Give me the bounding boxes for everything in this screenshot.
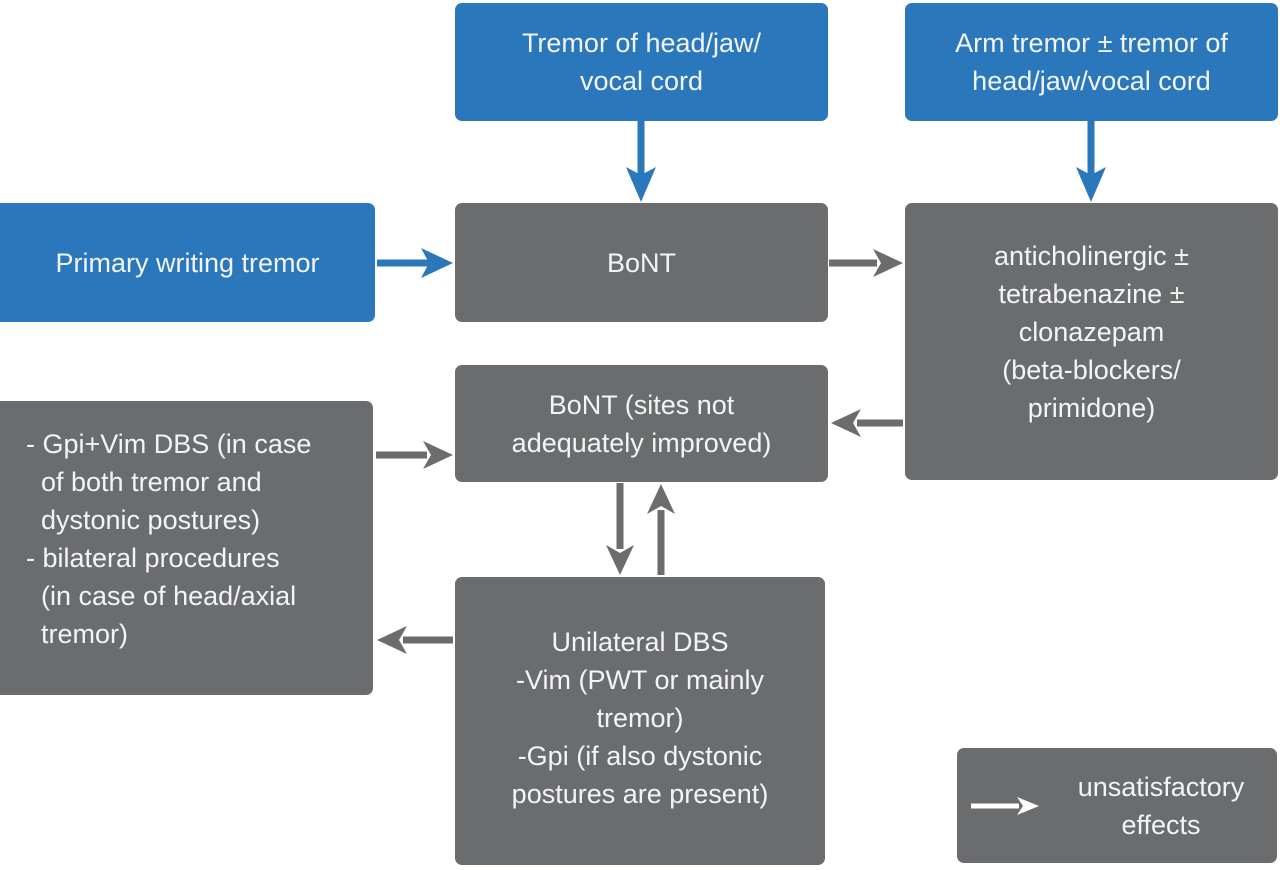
arrow-bont-to-anticholinergic xyxy=(829,249,903,277)
node-arm-tremor: Arm tremor ± tremor of head/jaw/vocal co… xyxy=(905,3,1278,121)
node-unilateral-dbs-label: Unilateral DBS -Vim (PWT or mainly tremo… xyxy=(511,627,769,809)
node-primary-writing-tremor: Primary writing tremor xyxy=(0,203,375,322)
legend-box: unsatisfactory effects xyxy=(957,748,1277,863)
node-anticholinergic-label: anticholinergic ± tetrabenazine ± clonaz… xyxy=(994,240,1189,423)
node-unilateral-dbs: Unilateral DBS -Vim (PWT or mainly tremo… xyxy=(455,577,825,865)
arrow-tremor-head-to-bont xyxy=(626,121,656,202)
node-dbs-options: - Gpi+Vim DBS (in case of both tremor an… xyxy=(0,401,373,695)
node-tremor-head-jaw-vocal-label: Tremor of head/jaw/ vocal cord xyxy=(521,28,762,96)
arrow-unilateral-to-dbs-left xyxy=(377,626,453,654)
node-bont: BoNT xyxy=(455,203,828,322)
node-tremor-head-jaw-vocal: Tremor of head/jaw/ vocal cord xyxy=(455,3,828,121)
arrow-primary-writing-to-bont xyxy=(377,248,453,278)
node-bont-sites-label: BoNT (sites not adequately improved) xyxy=(511,389,772,458)
node-dbs-options-label: - Gpi+Vim DBS (in case of both tremor an… xyxy=(26,429,312,649)
arrow-unilateral-to-bont-sites xyxy=(647,484,675,575)
arrow-arm-tremor-to-anticholinergic xyxy=(1076,121,1106,202)
arrow-dbs-left-to-bont-sites xyxy=(376,441,453,469)
node-bont-label: BoNT xyxy=(606,247,677,278)
legend-label: unsatisfactory effects xyxy=(1077,771,1245,840)
node-primary-writing-tremor-label: Primary writing tremor xyxy=(55,247,320,278)
unsatisfactory-effects-arrow-icon xyxy=(969,791,1043,821)
node-anticholinergic: anticholinergic ± tetrabenazine ± clonaz… xyxy=(905,203,1278,480)
node-bont-sites: BoNT (sites not adequately improved) xyxy=(455,365,828,482)
arrow-bont-sites-to-unilateral xyxy=(606,483,634,575)
node-arm-tremor-label: Arm tremor ± tremor of head/jaw/vocal co… xyxy=(955,28,1228,96)
arrow-anticholinergic-to-bont-sites xyxy=(831,409,903,437)
